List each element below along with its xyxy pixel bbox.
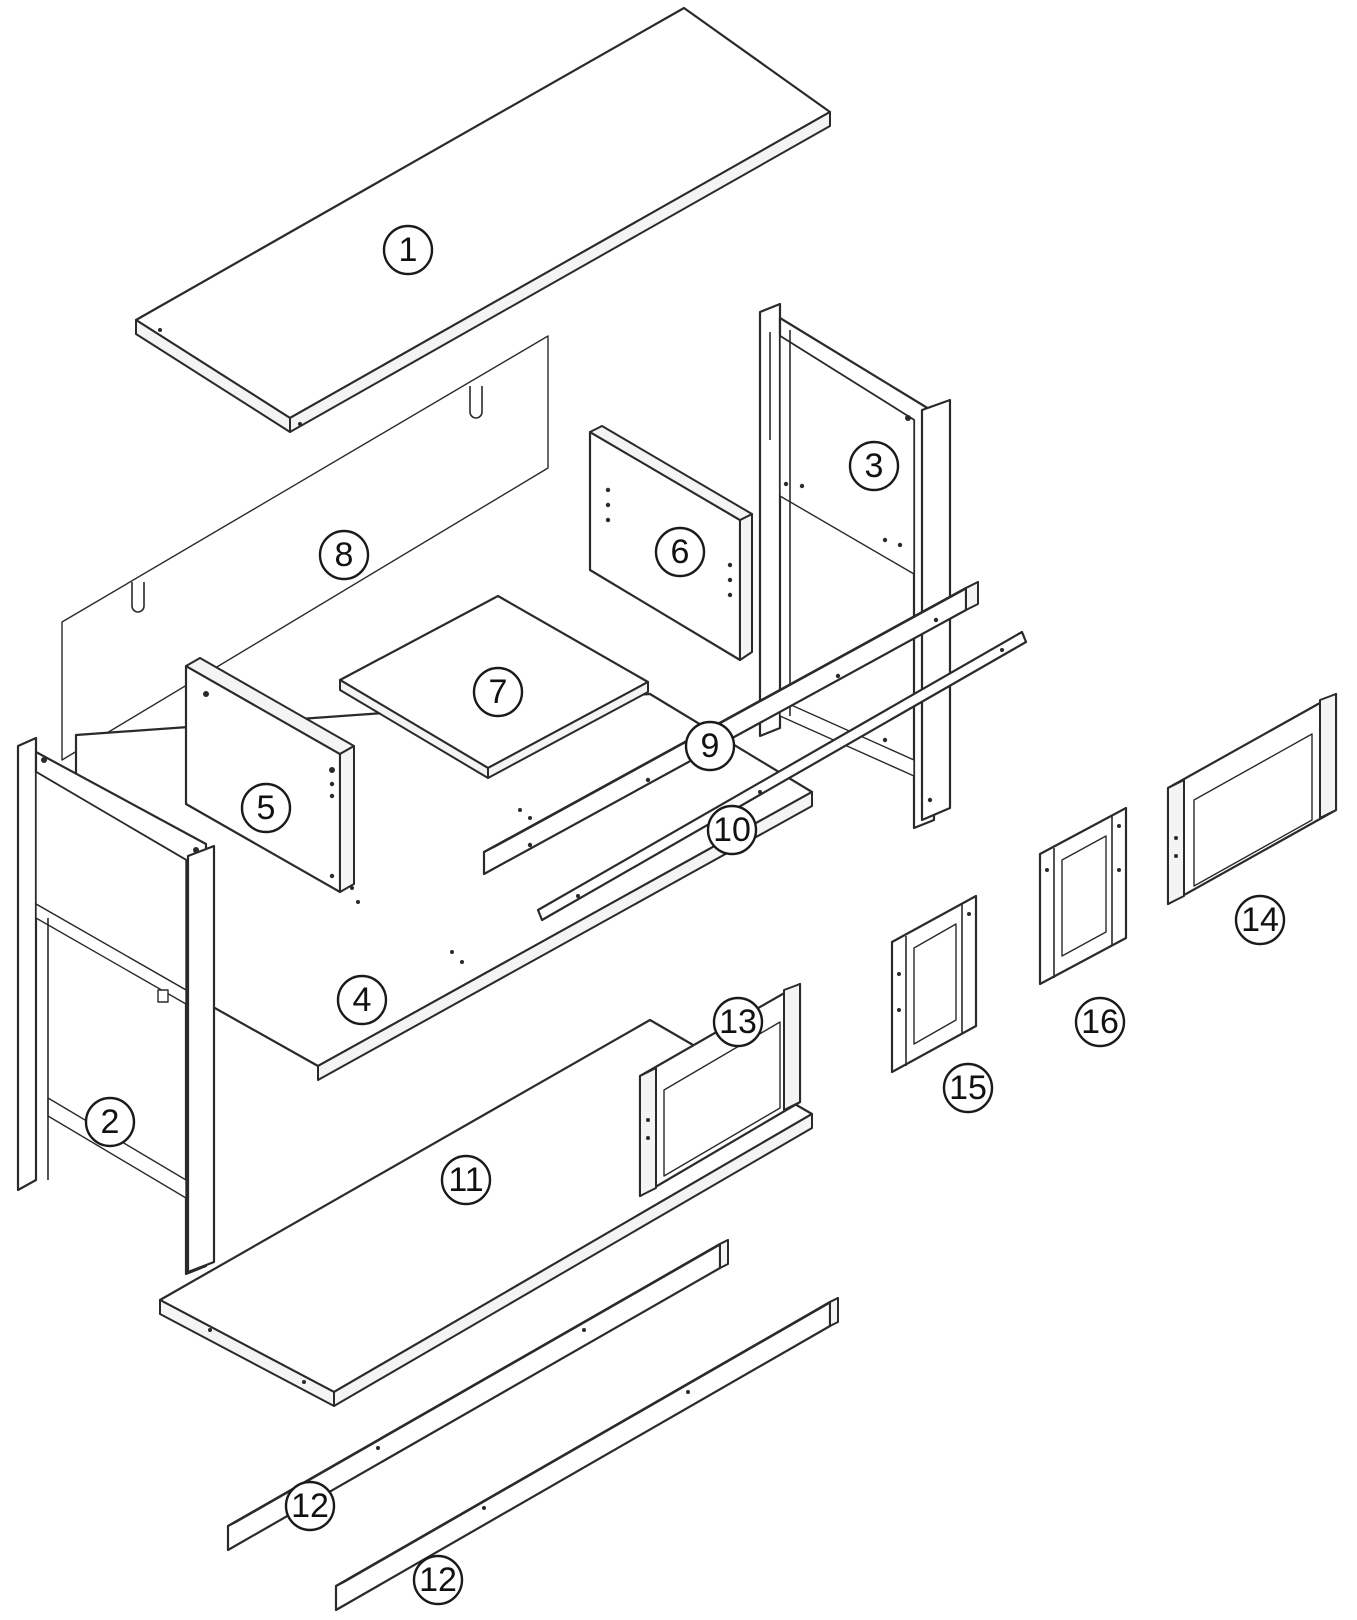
part-12-rail-a [226,1239,729,1552]
svg-text:15: 15 [949,1069,987,1107]
part-5-divider-panel [184,657,355,894]
callout-3: 3 [848,440,900,492]
svg-text:2: 2 [101,1103,120,1141]
callout-9: 9 [684,720,736,772]
callout-5: 5 [240,782,292,834]
part-16-small-door [1038,806,1128,986]
callout-14: 14 [1234,894,1286,946]
svg-text:12: 12 [291,1487,329,1525]
callout-4: 4 [336,974,388,1026]
callout-6: 6 [654,526,706,578]
svg-text:1: 1 [399,231,418,269]
callout-13: 13 [712,996,764,1048]
svg-text:8: 8 [335,536,354,574]
callout-8: 8 [318,529,370,581]
svg-text:3: 3 [865,447,884,485]
svg-text:16: 16 [1081,1003,1119,1041]
callout-1: 1 [382,224,434,276]
svg-text:14: 14 [1241,901,1279,939]
svg-text:6: 6 [671,533,690,571]
callout-2: 2 [84,1096,136,1148]
svg-text:13: 13 [719,1003,757,1041]
part-8-back-panel [61,335,549,761]
svg-text:7: 7 [489,673,508,711]
callout-15: 15 [942,1062,994,1114]
callout-12b: 12 [412,1554,464,1606]
part-3-right-side-frame [758,302,952,830]
svg-text:4: 4 [353,981,372,1019]
svg-text:5: 5 [257,789,276,827]
svg-text:12: 12 [419,1561,457,1599]
part-15-small-door [890,894,978,1074]
part-6-divider-panel [588,425,753,662]
part-10-slat [536,630,1028,922]
callout-10: 10 [706,804,758,856]
callout-7: 7 [472,666,524,718]
part-12-rail-b [334,1297,839,1612]
part-2-left-side-frame [16,736,216,1276]
callout-16: 16 [1074,996,1126,1048]
callout-12a: 12 [284,1480,336,1532]
part-1-top-panel [134,6,832,433]
svg-text:9: 9 [701,727,720,765]
part-14-mesh-door [1166,692,1338,906]
callout-11: 11 [440,1154,492,1206]
svg-text:11: 11 [448,1161,483,1199]
svg-text:10: 10 [713,811,751,849]
